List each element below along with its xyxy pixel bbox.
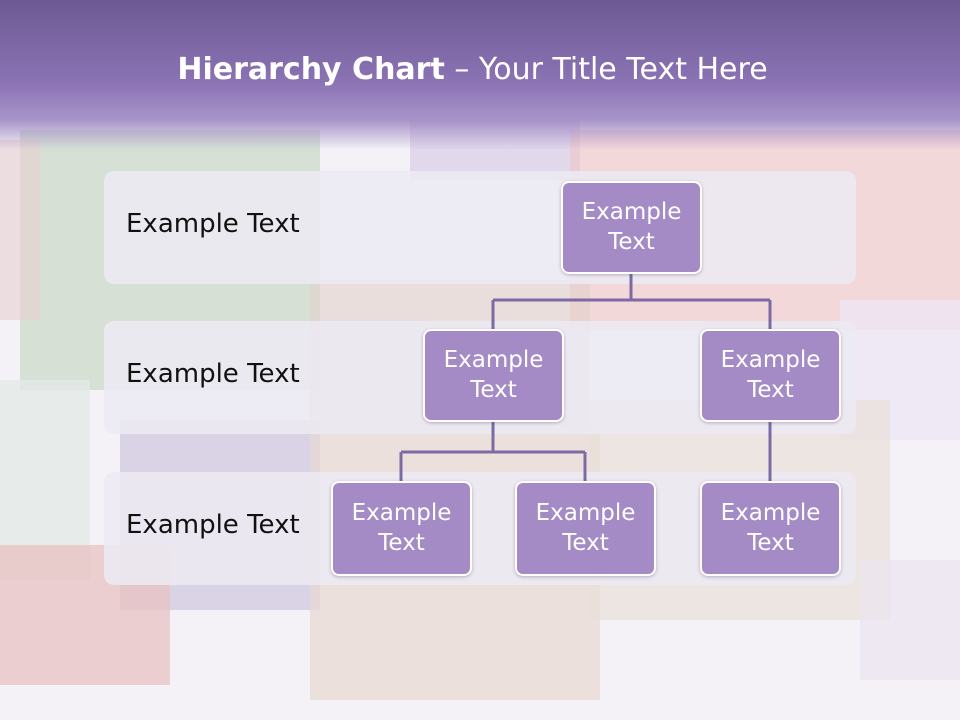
level-label-3: Example Text — [126, 510, 300, 540]
title-rest: – Your Title Text Here — [444, 52, 768, 87]
node-level2-left[interactable]: Example Text — [423, 329, 564, 422]
title-bold: Hierarchy Chart — [177, 52, 445, 87]
node-root[interactable]: Example Text — [561, 181, 702, 274]
level-label-2: Example Text — [126, 359, 300, 389]
page-title: Hierarchy Chart – Your Title Text Here — [0, 52, 945, 87]
header-bar — [0, 0, 960, 150]
node-level2-right[interactable]: Example Text — [700, 329, 841, 422]
node-level3-left[interactable]: Example Text — [331, 481, 472, 576]
level-band-1: Example Text — [104, 171, 856, 284]
node-level3-middle[interactable]: Example Text — [515, 481, 656, 576]
level-label-1: Example Text — [126, 209, 300, 239]
node-level3-right[interactable]: Example Text — [700, 481, 841, 576]
